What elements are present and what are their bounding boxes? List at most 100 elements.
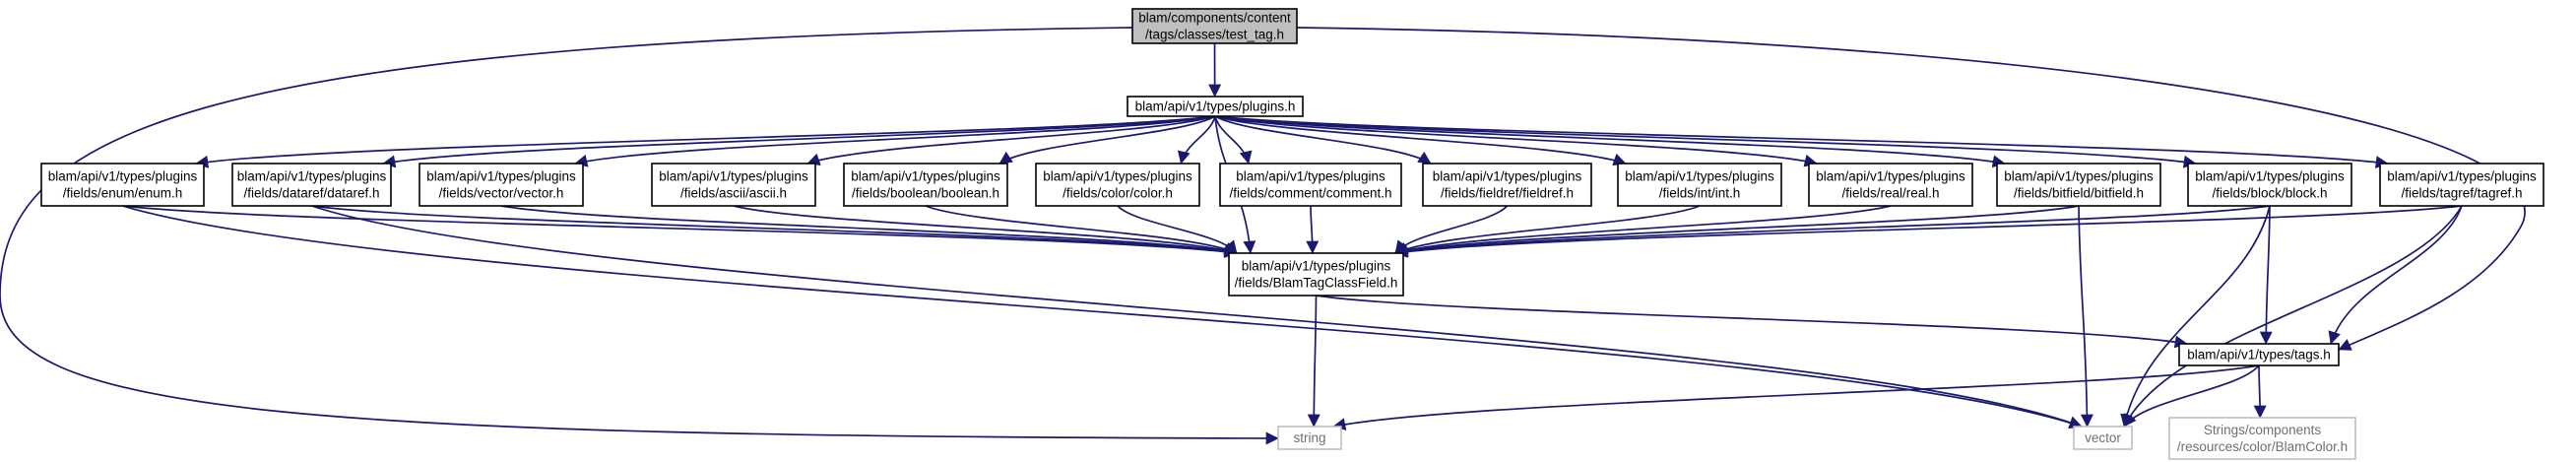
edge-boolean-to-btcf [925, 205, 1238, 254]
node-fieldref[interactable]: blam/api/v1/types/plugins/fields/fieldre… [1422, 163, 1592, 207]
node-box [2379, 163, 2544, 207]
node-label-line: /fields/block/block.h [2212, 186, 2327, 201]
node-dataref[interactable]: blam/api/v1/types/plugins/fields/dataref… [231, 163, 392, 207]
node-box [651, 163, 816, 207]
edge-plugins-to-tagref [1214, 115, 2389, 168]
node-block[interactable]: blam/api/v1/types/plugins/fields/block/b… [2187, 163, 2352, 207]
node-comment[interactable]: blam/api/v1/types/plugins/fields/comment… [1219, 163, 1402, 207]
node-box [1219, 163, 1402, 207]
edge-ascii-to-btcf [733, 205, 1238, 256]
node-label-line: Strings/components [2204, 423, 2322, 437]
edge-test-tag-to-string [0, 27, 1279, 445]
node-label-line: blam/api/v1/types/plugins [1242, 259, 1391, 274]
edge-real-to-btcf [1394, 205, 1892, 256]
node-label-line: blam/api/v1/types/plugins [1236, 169, 1385, 184]
edge-vector-h-to-btcf [500, 205, 1238, 258]
edge-plugins-to-real [1214, 115, 1818, 167]
node-vector[interactable]: vector [2073, 426, 2133, 450]
node-vector-h[interactable]: blam/api/v1/types/plugins/fields/vector/… [419, 163, 584, 207]
edge-btcf-to-string [1307, 295, 1320, 428]
node-int[interactable]: blam/api/v1/types/plugins/fields/int/int… [1617, 163, 1782, 207]
edge-plugins-to-block [1214, 115, 2197, 168]
edge-color-to-btcf [1117, 205, 1238, 254]
edge-plugins-to-int [1214, 115, 1627, 166]
edge-tagref-to-vector [2123, 205, 2463, 428]
node-label-line: /fields/real/real.h [1841, 186, 1939, 201]
node-label-line: /fields/enum/enum.h [63, 186, 183, 201]
node-label-line: blam/api/v1/types/plugins [659, 169, 808, 184]
node-label-line: /fields/BlamTagClassField.h [1235, 276, 1398, 291]
node-boolean[interactable]: blam/api/v1/types/plugins/fields/boolean… [843, 163, 1008, 207]
node-label-line: blam/api/v1/types/plugins.h [1135, 99, 1296, 114]
edge-plugins-to-ascii [806, 115, 1216, 166]
edge-int-to-btcf [1394, 205, 1701, 254]
edge-dataref-to-vector [311, 205, 2083, 429]
node-label-line: blam/api/v1/types/plugins [2004, 169, 2154, 184]
node-box [419, 163, 584, 207]
node-label-line: blam/api/v1/types/tags.h [2187, 348, 2331, 363]
edge-plugins-to-comment [1214, 115, 1253, 165]
node-label-line: /fields/fieldref/fieldref.h [1441, 186, 1574, 201]
edge-plugins-to-dataref [382, 115, 1216, 168]
node-box [1228, 252, 1404, 297]
node-label-line: blam/api/v1/types/plugins [237, 169, 387, 184]
edge-tagref-to-tags [2328, 205, 2463, 345]
edge-plugins-to-color [1177, 115, 1216, 165]
edge-tags-to-blamcolor [2253, 364, 2267, 419]
node-label-line: /fields/comment/comment.h [1229, 186, 1391, 201]
edge-tags-to-string [1332, 364, 2260, 430]
node-label-line: /fields/vector/vector.h [439, 186, 564, 201]
edge-plugins-to-fieldref [1214, 115, 1432, 165]
node-label-line: blam/api/v1/types/plugins [1043, 169, 1192, 184]
node-layer: blam/components/content/tags/classes/tes… [40, 8, 2544, 460]
node-box [2187, 163, 2352, 207]
node-color[interactable]: blam/api/v1/types/plugins/fields/color/c… [1035, 163, 1200, 207]
edge-enum-to-btcf [122, 205, 1238, 258]
edge-plugins-to-boolean [998, 115, 1216, 165]
node-label-line: /fields/tagref/tagref.h [2401, 186, 2522, 201]
node-label-line: blam/components/content [1138, 11, 1291, 26]
node-label-line: string [1293, 430, 1325, 445]
edge-enum-to-vector [122, 205, 2083, 429]
node-enum[interactable]: blam/api/v1/types/plugins/fields/enum/en… [40, 163, 205, 207]
node-label-line: blam/api/v1/types/plugins [426, 169, 576, 184]
node-tags[interactable]: blam/api/v1/types/tags.h [2178, 343, 2340, 366]
node-label-line: blam/api/v1/types/plugins [1433, 169, 1582, 184]
node-test-tag[interactable]: blam/components/content/tags/classes/tes… [1131, 8, 1298, 44]
node-box [2073, 426, 2133, 450]
node-label-line: blam/api/v1/types/plugins [851, 169, 1000, 184]
node-tagref[interactable]: blam/api/v1/types/plugins/fields/tagref/… [2379, 163, 2544, 207]
node-label-line: /fields/ascii/ascii.h [680, 186, 787, 201]
node-blamcolor[interactable]: Strings/components/resources/color/BlamC… [2168, 417, 2356, 460]
node-box [1808, 163, 1973, 207]
edge-bitfield-to-btcf [1394, 205, 2080, 257]
edge-test-tag-to-tags [1296, 27, 2526, 351]
node-label-line: blam/api/v1/types/plugins [1816, 169, 1965, 184]
node-label-line: blam/api/v1/types/plugins [48, 169, 198, 184]
node-box [1131, 8, 1298, 44]
node-label-line: /resources/color/BlamColor.h [2177, 439, 2348, 454]
node-string[interactable]: string [1277, 426, 1342, 450]
node-box [843, 163, 1008, 207]
node-box [1422, 163, 1592, 207]
edge-bitfield-to-vector [2078, 205, 2093, 428]
node-box [40, 163, 205, 207]
node-label-line: /fields/bitfield/bitfield.h [2014, 186, 2144, 201]
node-plugins[interactable]: blam/api/v1/types/plugins.h [1127, 96, 1304, 117]
node-ascii[interactable]: blam/api/v1/types/plugins/fields/ascii/a… [651, 163, 816, 207]
node-bitfield[interactable]: blam/api/v1/types/plugins/fields/bitfiel… [1996, 163, 2161, 207]
edge-tagref-to-btcf [1394, 205, 2463, 258]
edge-tags-to-vector [2123, 364, 2260, 428]
edge-plugins-to-bitfield [1214, 115, 2006, 168]
edge-btcf-to-tags [1316, 295, 2188, 349]
node-box [1277, 426, 1342, 450]
node-label-line: /tags/classes/test_tag.h [1145, 28, 1284, 42]
node-box [2168, 417, 2356, 460]
node-label-line: blam/api/v1/types/plugins [2195, 169, 2345, 184]
node-real[interactable]: blam/api/v1/types/plugins/fields/real/re… [1808, 163, 1973, 207]
edge-plugins-to-vector-h [574, 115, 1216, 167]
node-btcf[interactable]: blam/api/v1/types/plugins/fields/BlamTag… [1228, 252, 1404, 297]
node-box [231, 163, 392, 207]
edge-block-to-btcf [1394, 205, 2271, 258]
